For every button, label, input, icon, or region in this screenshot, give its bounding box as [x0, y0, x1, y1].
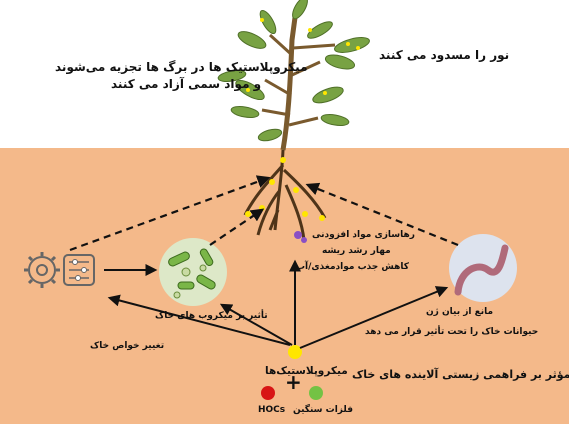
hocs-label: HOCs: [258, 405, 285, 416]
soil-properties-label: تغییر خواص خاک: [90, 341, 164, 352]
soil-animals-label: حیوانات خاک را تحت تأثیر قرار می دهد: [365, 327, 538, 338]
earthworm-icon: [449, 234, 517, 302]
bioavailability-label: مؤثر بر فراهمی زیستی آلاینده های خاک: [352, 368, 569, 382]
gene-expression-label: مانع از بیان ژن: [426, 307, 493, 318]
root-growth-label: مهار رشد ریشه: [322, 246, 391, 257]
microplastics-label: میکروپلاستیک‌ها: [265, 365, 348, 378]
microbes-effect-label: تأثیر بر میکروب های خاک: [155, 311, 268, 322]
plus-sign: +: [285, 370, 302, 395]
nutrient-uptake-label: کاهش جذب موادمغذی/آب: [296, 262, 409, 273]
hocs-dot: [309, 386, 323, 400]
bacteria-icon: [159, 238, 227, 306]
heavy-metals-dot: [261, 386, 275, 400]
leaf-breakdown-label-1: میکروپلاستیک ها در برگ ها تجزیه می‌شوند: [55, 60, 308, 75]
block-light-label: نور را مسدود می کنند: [379, 48, 509, 63]
additives-label: رهاسازی مواد افزودنی: [312, 230, 415, 241]
heavy-metals-label: فلزات سنگین: [293, 405, 353, 416]
leaf-breakdown-label-2: و مواد سمی آزاد می کنند: [111, 77, 261, 92]
